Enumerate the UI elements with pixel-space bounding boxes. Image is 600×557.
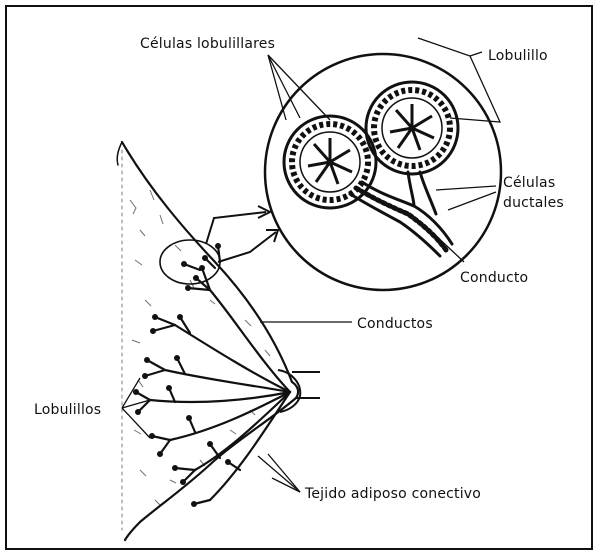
ducts-tree bbox=[136, 246, 290, 504]
magnify-arrows bbox=[206, 206, 278, 262]
magnified-region-outline bbox=[160, 240, 220, 284]
label-ductal-cells-line2: ductales bbox=[503, 195, 564, 211]
label-ducts: Conductos bbox=[357, 316, 433, 332]
label-lobules: Lobulillos bbox=[34, 402, 101, 418]
label-lobule: Lobulillo bbox=[488, 48, 548, 64]
label-adipose-tissue: Tejido adiposo conectivo bbox=[304, 486, 481, 502]
label-ductal-cells-line1: Células bbox=[503, 175, 555, 191]
label-duct: Conducto bbox=[460, 270, 528, 286]
label-lobular-cells: Células lobulillares bbox=[140, 36, 275, 52]
adipose-texture bbox=[130, 190, 270, 505]
